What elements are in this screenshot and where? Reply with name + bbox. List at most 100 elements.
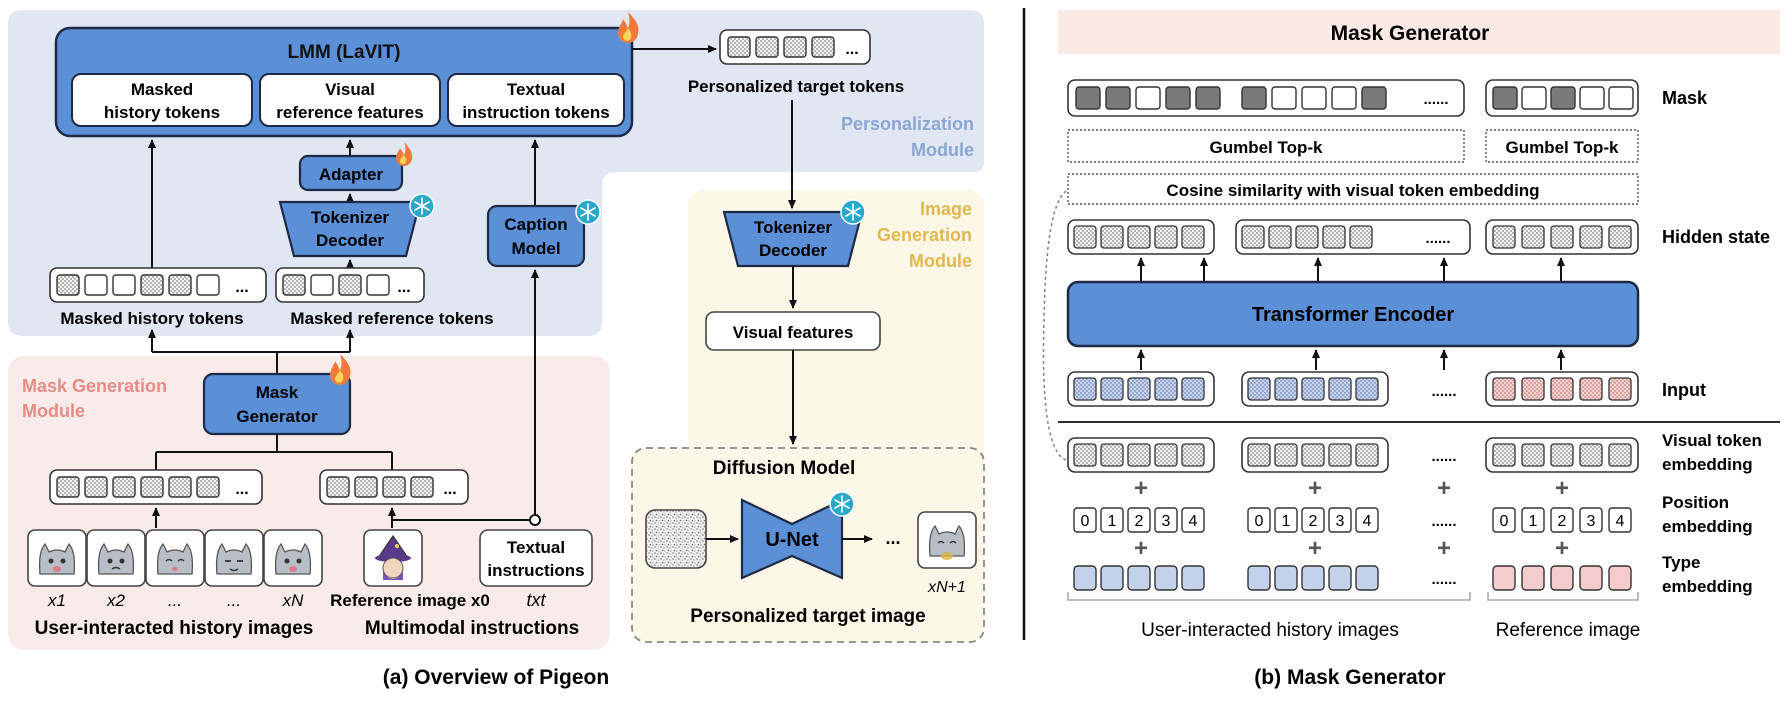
- tokenizer-decoder-left-line2: Decoder: [316, 231, 384, 250]
- mask-dots: ......: [1423, 91, 1448, 108]
- plus-2c: +: [1437, 535, 1451, 562]
- history-images: [27, 529, 323, 587]
- plus-2b: +: [1308, 535, 1322, 562]
- snowflake-icon: [575, 199, 601, 225]
- row-label-position-2: embedding: [1662, 517, 1753, 536]
- pos-3-3: 3: [1587, 513, 1596, 530]
- visual-features-label: Visual features: [733, 323, 854, 342]
- masked-reference-tokens-label: Masked reference tokens: [290, 309, 493, 328]
- caption-b: (b) Mask Generator: [1254, 666, 1445, 689]
- unet-box: [740, 498, 844, 580]
- pos-1-3: 3: [1162, 513, 1171, 530]
- lmm-slot-history-line1: Masked: [131, 80, 193, 99]
- pos-1-0: 0: [1081, 513, 1090, 530]
- lmm-title: LMM (LaVIT): [288, 42, 401, 63]
- textual-instructions-line2: instructions: [487, 561, 584, 580]
- tokenizer-decoder-right-line2: Decoder: [759, 241, 827, 260]
- reference-token-cells: [326, 476, 434, 498]
- tokenizer-decoder-left-box: [278, 200, 422, 258]
- lmm-slot-textual: [447, 73, 625, 127]
- plus-1d: +: [1555, 475, 1569, 502]
- adapter-box: [298, 154, 404, 192]
- pos-3-0: 0: [1500, 513, 1509, 530]
- hidden-state-row: ......: [1067, 219, 1639, 255]
- plus-1a: +: [1134, 475, 1148, 502]
- pos-2-2: 2: [1309, 513, 1318, 530]
- cat-icon: [917, 511, 977, 569]
- target-token-cells: [727, 36, 835, 58]
- gumbel-box-2: [1485, 129, 1639, 163]
- caption-model-box: [486, 204, 586, 268]
- history-label-2: x2: [106, 591, 126, 610]
- plus-2a: +: [1134, 535, 1148, 562]
- image-generation-module-label-1: Image: [920, 199, 972, 219]
- snowflake-icon: [829, 491, 855, 517]
- row-label-visual-1: Visual token: [1662, 431, 1762, 450]
- history-label-4: ...: [227, 591, 241, 610]
- caption-a: (a) Overview of Pigeon: [383, 666, 609, 689]
- visual-token-embedding-row: ......: [1067, 437, 1639, 473]
- masked-reference-cells: [282, 274, 390, 296]
- mask-generator-header-label: Mask Generator: [1331, 22, 1490, 45]
- target-tokens-ellipsis: ...: [845, 41, 858, 58]
- history-bracket: [1067, 592, 1471, 601]
- mask-row: ......: [1067, 79, 1639, 117]
- caption-model-line2: Model: [511, 239, 560, 258]
- lmm-slot-history: [71, 73, 253, 127]
- position-group-2: 0 1 2 3 4: [1247, 507, 1379, 533]
- tokenizer-decoder-right-box: [722, 210, 864, 268]
- image-generation-module-label-3: Module: [909, 251, 972, 271]
- lmm-slot-visual: [259, 73, 441, 127]
- history-token-ellipsis: ...: [235, 481, 248, 498]
- position-group-3: 0 1 2 3 4: [1492, 507, 1632, 533]
- snowflake-icon: [840, 199, 866, 225]
- plus-1b: +: [1308, 475, 1322, 502]
- right-user-history-label: User-interacted history images: [1141, 620, 1399, 641]
- tokenizer-decoder-left-line1: Tokenizer: [311, 208, 389, 227]
- personalized-target-image-label: Personalized target image: [690, 606, 925, 627]
- transformer-encoder-label: Transformer Encoder: [1252, 304, 1455, 326]
- wizard-icon: [363, 529, 423, 587]
- mask-generator-line1: Mask: [256, 383, 299, 402]
- personalized-target-tokens-label: Personalized target tokens: [688, 77, 904, 96]
- noise-icon: [645, 509, 707, 569]
- pos-2-3: 3: [1336, 513, 1345, 530]
- visual-dots: ......: [1431, 448, 1456, 465]
- image-generation-module-label-2: Generation: [877, 225, 972, 245]
- transformer-encoder-box: [1066, 280, 1640, 348]
- diffusion-model-label: Diffusion Model: [713, 458, 855, 479]
- tokenizer-decoder-right-line1: Tokenizer: [754, 218, 832, 237]
- lmm-slot-textual-line1: Textual: [507, 80, 565, 99]
- fire-icon: [330, 354, 351, 385]
- history-label-5: xN: [282, 591, 305, 610]
- history-label-3: ...: [168, 591, 182, 610]
- masked-history-cells: [56, 274, 220, 296]
- caption-model-line1: Caption: [504, 215, 567, 234]
- mask-generation-module-label-1: Mask Generation: [22, 376, 167, 396]
- cosine-label: Cosine similarity with visual token embe…: [1166, 181, 1539, 200]
- cat-icon: [27, 529, 87, 587]
- cat-icon: [204, 529, 264, 587]
- row-label-position-1: Position: [1662, 493, 1729, 512]
- pos-3-1: 1: [1529, 513, 1538, 530]
- history-token-cells: [56, 476, 220, 498]
- input-row: ......: [1067, 371, 1639, 407]
- personalization-module-label-2: Module: [911, 140, 974, 160]
- cat-icon: [86, 529, 146, 587]
- row-label-visual-2: embedding: [1662, 455, 1753, 474]
- transformer-output-arrows: [1137, 257, 1565, 282]
- position-group-1: 0 1 2 3 4: [1073, 507, 1205, 533]
- pos-3-2: 2: [1558, 513, 1567, 530]
- target-label: xN+1: [927, 579, 966, 596]
- row-label-type-1: Type: [1662, 553, 1700, 572]
- unet-out-ellipsis: ...: [885, 528, 900, 548]
- lmm-slot-visual-line1: Visual: [325, 80, 375, 99]
- pos-1-2: 2: [1135, 513, 1144, 530]
- reference-bracket: [1487, 592, 1639, 601]
- masked-reference-ellipsis: ...: [397, 279, 410, 296]
- cosine-box: [1067, 173, 1639, 205]
- plus-row-1: + + + +: [1134, 475, 1569, 502]
- input-dots: ......: [1431, 383, 1456, 400]
- textual-instructions-box: [479, 529, 593, 587]
- cat-icon: [263, 529, 323, 587]
